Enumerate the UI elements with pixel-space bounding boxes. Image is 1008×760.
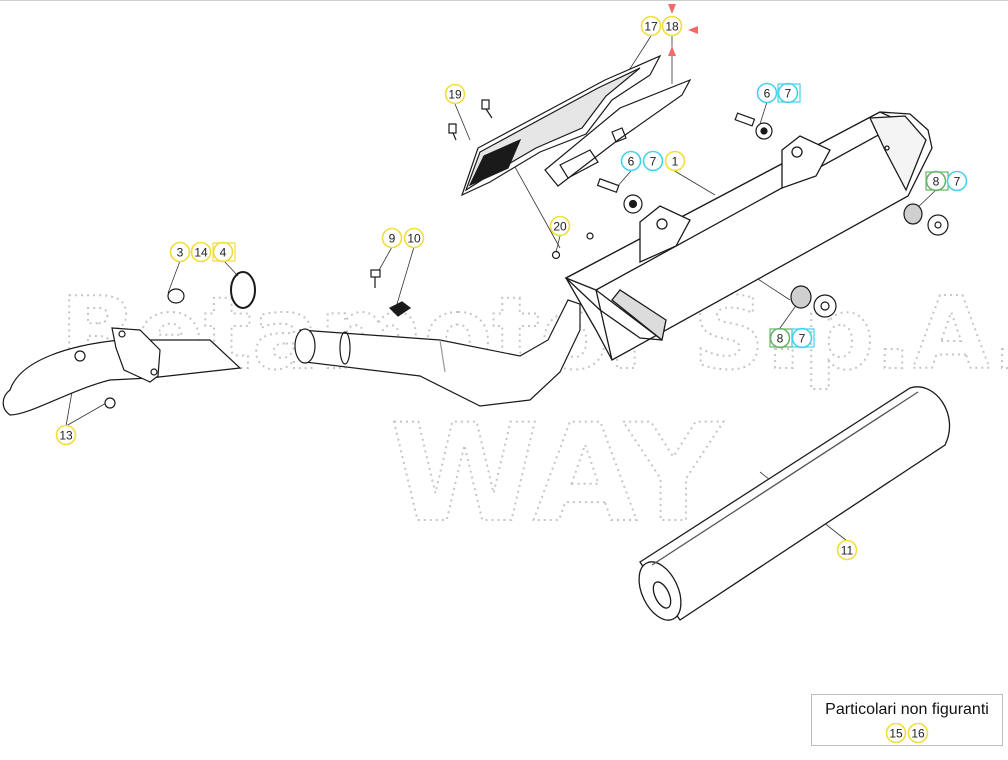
callout-7: 7 xyxy=(946,170,968,192)
callout-15: 15 xyxy=(885,723,907,743)
mid-pipe xyxy=(294,299,581,407)
callout-label: 13 xyxy=(59,429,73,443)
callout-17: 17 xyxy=(640,15,662,37)
header-pipe xyxy=(2,271,256,416)
callout-label: 19 xyxy=(448,88,462,102)
callout-label: 7 xyxy=(785,87,792,101)
watermark-line2: WAY xyxy=(390,395,724,552)
callout-19: 19 xyxy=(444,83,466,105)
legend-title: Particolari non figuranti xyxy=(825,701,989,718)
callout-11: 11 xyxy=(836,539,858,561)
callout-label: 17 xyxy=(644,20,658,34)
callout-14: 14 xyxy=(190,241,212,263)
callout-label: 1 xyxy=(672,155,679,169)
callout-label: 9 xyxy=(389,232,396,246)
callout-6: 6 xyxy=(620,150,642,172)
callout-label: 10 xyxy=(407,232,421,246)
callout-label: 16 xyxy=(911,727,925,741)
callout-label: 7 xyxy=(954,175,961,189)
callout-9: 9 xyxy=(381,227,403,249)
callout-10: 10 xyxy=(403,227,425,249)
callout-label: 15 xyxy=(889,727,903,741)
shield-bolts xyxy=(448,99,594,260)
callout-4: 4 xyxy=(212,241,236,263)
callout-label: 4 xyxy=(220,246,227,260)
callout-label: 11 xyxy=(841,544,854,558)
callout-label: 8 xyxy=(777,332,784,346)
callout-label: 6 xyxy=(628,155,635,169)
callout-label: 20 xyxy=(553,220,567,234)
callout-3: 3 xyxy=(169,241,191,263)
silencer-body xyxy=(564,111,933,361)
callout-8: 8 xyxy=(769,327,793,349)
callout-13: 13 xyxy=(55,424,77,446)
callout-label: 18 xyxy=(665,20,679,34)
callout-7: 7 xyxy=(642,150,664,172)
callout-1: 1 xyxy=(664,150,686,172)
callout-7: 7 xyxy=(777,82,801,104)
callout-7: 7 xyxy=(791,327,815,349)
silencer-hardware xyxy=(596,112,949,318)
sleeve-tube xyxy=(638,386,951,621)
top-border xyxy=(0,0,1008,1)
callout-18: 18 xyxy=(661,15,683,37)
callout-8: 8 xyxy=(925,170,949,192)
callout-label: 7 xyxy=(799,332,806,346)
pipe-bolt-clip xyxy=(370,269,412,317)
callout-label: 3 xyxy=(177,246,184,260)
callout-label: 8 xyxy=(933,175,940,189)
callout-label: 7 xyxy=(650,155,657,169)
callout-6: 6 xyxy=(756,82,778,104)
callout-label: 14 xyxy=(194,246,208,260)
callout-label: 6 xyxy=(764,87,771,101)
watermark: Betamotor S.p.A. WAY xyxy=(59,274,1008,553)
heat-shield xyxy=(460,54,692,197)
callout-16: 16 xyxy=(907,723,929,743)
callout-20: 20 xyxy=(549,215,571,237)
